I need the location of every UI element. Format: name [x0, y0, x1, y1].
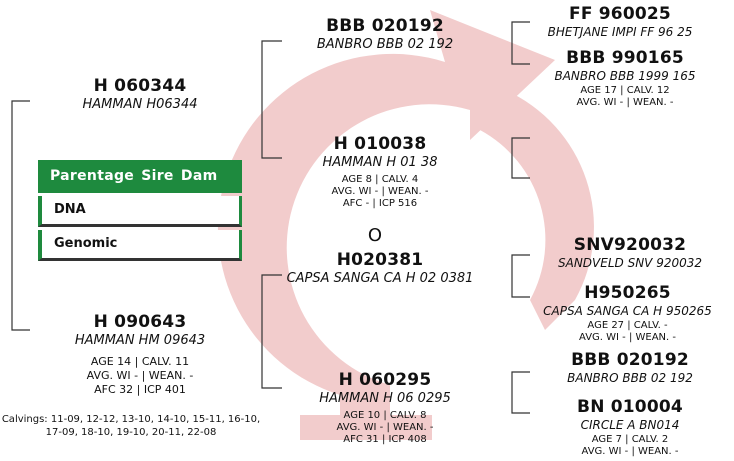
stat-line: AFC - | ICP 516: [290, 198, 470, 210]
stat-line: AGE 10 | CALV. 8: [295, 410, 475, 422]
bracket-bottom-right: [512, 372, 530, 413]
animal-name: BANBRO BBB 1999 165: [525, 68, 725, 85]
registration-number: BBB 020192: [290, 16, 480, 36]
registration-number: H 060344: [40, 76, 240, 96]
node-h090643[interactable]: H 090643 HAMMAN HM 09643 AGE 14 | CALV. …: [40, 312, 240, 397]
node-h950265[interactable]: H950265 CAPSA SANGA CA H 950265 AGE 27 |…: [525, 283, 730, 344]
tab-dam[interactable]: Dam: [181, 168, 218, 184]
node-h060344[interactable]: H 060344 HAMMAN H06344: [40, 76, 240, 113]
registration-number: H 090643: [40, 312, 240, 332]
animal-name: BANBRO BBB 02 192: [290, 36, 480, 53]
tab-sire[interactable]: Sire: [141, 168, 173, 184]
animal-name: BANBRO BBB 02 192: [535, 370, 725, 387]
registration-number: BBB 020192: [535, 350, 725, 370]
animal-name: BHETJANE IMPI FF 96 25: [520, 24, 720, 41]
stat-line: AGE 7 | CALV. 2: [535, 434, 725, 446]
animal-name: CAPSA SANGA CA H 950265: [525, 303, 730, 320]
animal-name: HAMMAN HM 09643: [40, 332, 240, 349]
animal-name: CIRCLE A BN014: [535, 417, 725, 434]
node-h020381[interactable]: H020381 CAPSA SANGA CA H 02 0381: [270, 250, 490, 287]
registration-number: FF 960025: [520, 4, 720, 24]
animal-name: HAMMAN H 06 0295: [295, 390, 475, 407]
stat-line: AVG. WI - | WEAN. -: [525, 332, 730, 344]
stat-line: AGE 8 | CALV. 4: [290, 174, 470, 186]
stat-line: AFC 32 | ICP 401: [40, 383, 240, 397]
node-ff960025[interactable]: FF 960025 BHETJANE IMPI FF 96 25: [520, 4, 720, 41]
animal-name: HAMMAN H 01 38: [290, 154, 470, 171]
registration-number: SNV920032: [535, 235, 725, 255]
panel-item-genomic[interactable]: Genomic: [38, 230, 242, 261]
stat-line: AFC 31 | ICP 408: [295, 434, 475, 446]
registration-number: H020381: [270, 250, 490, 270]
stat-line: AVG. WI - | WEAN. -: [290, 186, 470, 198]
stat-line: AVG. WI - | WEAN. -: [295, 422, 475, 434]
calvings-text: Calvings: 11-09, 12-12, 13-10, 14-10, 15…: [0, 413, 262, 439]
node-h010038[interactable]: H 010038 HAMMAN H 01 38 AGE 8 | CALV. 4 …: [290, 134, 470, 210]
sex-symbol: O: [360, 226, 390, 246]
panel-header: Parentage Sire Dam: [38, 160, 242, 193]
stat-line: AGE 27 | CALV. -: [525, 320, 730, 332]
registration-number: H950265: [525, 283, 730, 303]
parentage-panel: Parentage Sire Dam DNA Genomic: [38, 160, 242, 261]
node-snv920032[interactable]: SNV920032 SANDVELD SNV 920032: [535, 235, 725, 272]
node-bbb020192-bottom[interactable]: BBB 020192 BANBRO BBB 02 192: [535, 350, 725, 387]
registration-number: H 060295: [295, 370, 475, 390]
animal-name: SANDVELD SNV 920032: [535, 255, 725, 272]
registration-number: BBB 990165: [525, 48, 725, 68]
stat-line: AGE 14 | CALV. 11: [40, 355, 240, 369]
stat-line: AVG. WI - | WEAN. -: [525, 97, 725, 109]
registration-number: H 010038: [290, 134, 470, 154]
animal-name: CAPSA SANGA CA H 02 0381: [270, 270, 490, 287]
stat-line: AGE 17 | CALV. 12: [525, 85, 725, 97]
stat-line: AVG. WI - | WEAN. -: [535, 446, 725, 458]
tab-parentage[interactable]: Parentage: [50, 168, 134, 184]
panel-item-dna[interactable]: DNA: [38, 196, 242, 227]
stat-line: AVG. WI - | WEAN. -: [40, 369, 240, 383]
node-h060295[interactable]: H 060295 HAMMAN H 06 0295 AGE 10 | CALV.…: [295, 370, 475, 446]
animal-name: HAMMAN H06344: [40, 96, 240, 113]
node-bbb990165[interactable]: BBB 990165 BANBRO BBB 1999 165 AGE 17 | …: [525, 48, 725, 109]
node-bbb020192-top[interactable]: BBB 020192 BANBRO BBB 02 192: [290, 16, 480, 53]
registration-number: BN 010004: [535, 397, 725, 417]
node-bn010004[interactable]: BN 010004 CIRCLE A BN014 AGE 7 | CALV. 2…: [535, 397, 725, 458]
bracket-top-left: [12, 101, 30, 330]
